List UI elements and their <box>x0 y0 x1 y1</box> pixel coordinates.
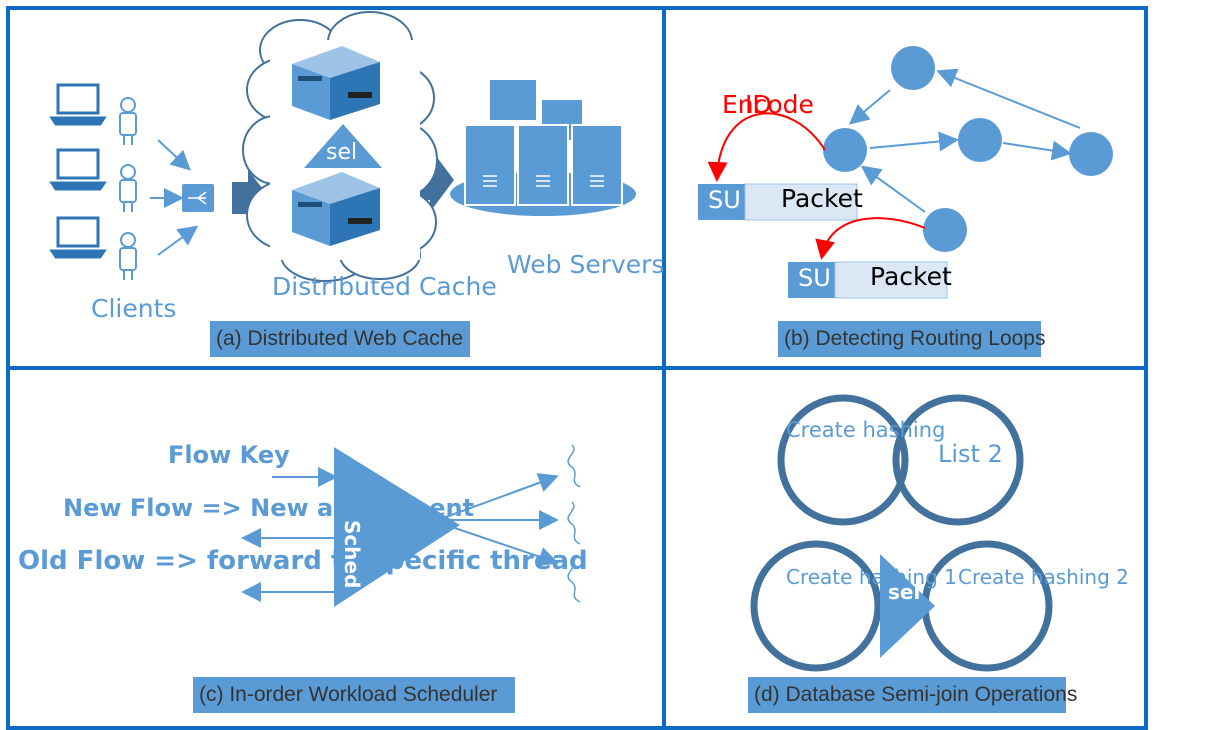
caption-c: (c) In-order Workload Scheduler <box>193 677 515 713</box>
laptop-icon <box>49 216 107 259</box>
semi-join-triangle <box>880 554 935 658</box>
su-label-1: SU <box>708 186 741 214</box>
router-node <box>958 118 1002 162</box>
flow-arrows <box>241 467 559 602</box>
encode-arrows <box>707 112 926 260</box>
user-figures <box>119 97 137 280</box>
laptop-icon <box>49 83 107 126</box>
list-2-circle <box>892 394 1024 526</box>
packet-label-1: Packet <box>781 184 863 213</box>
thread-squiggles <box>567 444 581 603</box>
sel-label: sel <box>888 580 921 604</box>
user-icon <box>119 164 137 212</box>
cache-label: Distributed Cache <box>272 272 497 301</box>
client-computers <box>49 83 107 259</box>
load-balancer-icon <box>182 184 214 212</box>
router-node <box>923 208 967 252</box>
router-node <box>823 128 867 172</box>
result-1-label: Create hashing 1 <box>786 565 957 589</box>
su-label-2: SU <box>798 264 831 292</box>
scheduler-label: Sched <box>340 520 364 589</box>
laptop-icon <box>49 148 107 191</box>
list-1-label: Create hashing <box>786 418 946 442</box>
id-label: ID <box>745 90 772 119</box>
web-servers-icon <box>450 80 636 216</box>
encode-label: Encode <box>722 90 814 119</box>
result-2-circle <box>921 540 1053 672</box>
user-icon <box>119 232 137 280</box>
router-node <box>1069 132 1113 176</box>
packet-label-2: Packet <box>870 262 952 291</box>
user-icon <box>119 97 137 145</box>
cache-server-icon <box>292 172 380 246</box>
select-label: sel <box>326 140 358 165</box>
flow-key-label: Flow Key <box>168 441 290 469</box>
servers-label: Web Servers <box>507 250 665 279</box>
clients-label: Clients <box>91 294 177 323</box>
cache-server-icon <box>292 46 380 120</box>
caption-b: (b) Detecting Routing Loops <box>778 321 1046 357</box>
caption-d: (d) Database Semi-join Operations <box>748 677 1077 713</box>
packet-1 <box>698 183 858 221</box>
old-flow-label: Old Flow => forward to specific thread <box>18 546 588 576</box>
result-2-label: Create hashing 2 <box>958 565 1129 589</box>
list-1-circle <box>777 394 909 526</box>
select-triangle <box>304 124 382 168</box>
packet-2 <box>788 261 948 299</box>
scheduler-triangle <box>334 447 460 607</box>
router-node <box>891 46 935 90</box>
routing-nodes <box>823 46 1113 252</box>
new-flow-label: New Flow => New assignment <box>63 494 475 522</box>
result-1-circle <box>750 540 882 672</box>
routing-edges <box>848 68 1081 213</box>
caption-a: (a) Distributed Web Cache <box>210 321 470 357</box>
client-arrows <box>150 139 199 256</box>
list-2-label: List 2 <box>938 440 1003 468</box>
